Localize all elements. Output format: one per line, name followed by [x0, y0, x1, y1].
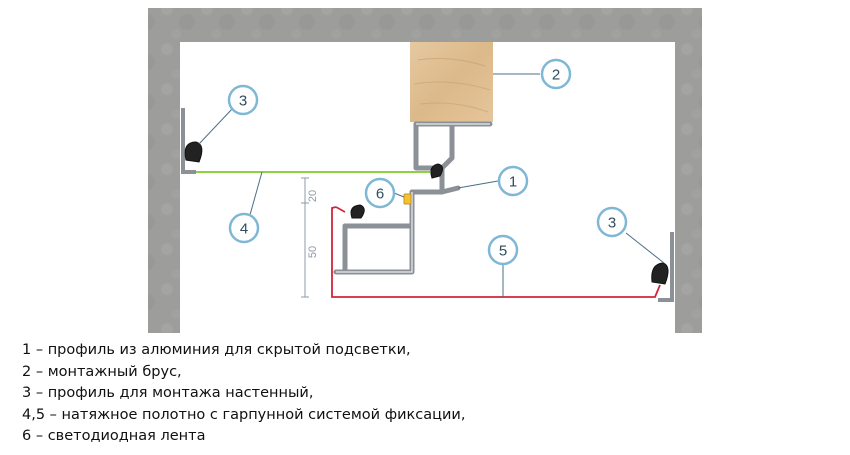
concrete-walls [148, 8, 702, 333]
dimension-50: 50 [307, 246, 319, 258]
leader-line-6 [393, 192, 405, 198]
svg-text:4: 4 [240, 221, 248, 238]
legend: 1 – профиль из алюминия для скрытой подс… [22, 340, 465, 448]
svg-text:1: 1 [509, 174, 517, 191]
callout-3-left: 3 [227, 84, 259, 116]
legend-item-2: 2 – монтажный брус, [22, 363, 182, 380]
wall-profile-left [181, 108, 203, 174]
callout-3-right: 3 [596, 206, 628, 238]
led-strip [403, 193, 412, 205]
dimension-20: 20 [307, 190, 319, 202]
wall-profile-right [651, 232, 674, 302]
callout-6: 6 [364, 177, 396, 209]
leader-line-1 [457, 180, 499, 189]
harpoon-insert-upper [430, 163, 444, 179]
legend-item-6: 6 – светодиодная лента [22, 428, 206, 444]
svg-text:3: 3 [608, 215, 616, 232]
callout-1: 1 [497, 165, 529, 197]
harpoon-insert-lower [350, 204, 365, 219]
stretch-canvas-5 [331, 206, 661, 298]
legend-item-3: 3 – профиль для монтажа настенный, [22, 385, 314, 401]
callout-4: 4 [228, 212, 260, 244]
callout-2: 2 [540, 58, 572, 90]
legend-item-4-5: 4,5 – натяжное полотно с гарпунной систе… [22, 406, 466, 423]
ceiling-section-diagram: 20 50 2 1 6 3 4 5 3 [148, 8, 702, 333]
svg-text:3: 3 [239, 93, 247, 110]
svg-text:5: 5 [499, 243, 507, 260]
callout-5: 5 [487, 234, 519, 266]
leader-line-3-right [625, 232, 665, 264]
svg-text:6: 6 [376, 186, 384, 203]
legend-item-1: 1 – профиль из алюминия для скрытой подс… [22, 342, 411, 358]
aluminium-lighting-profile [333, 121, 493, 275]
svg-text:2: 2 [552, 67, 560, 84]
leader-line-3-left [198, 107, 234, 145]
dimension-lines [301, 177, 309, 298]
leader-line-4 [247, 171, 263, 223]
